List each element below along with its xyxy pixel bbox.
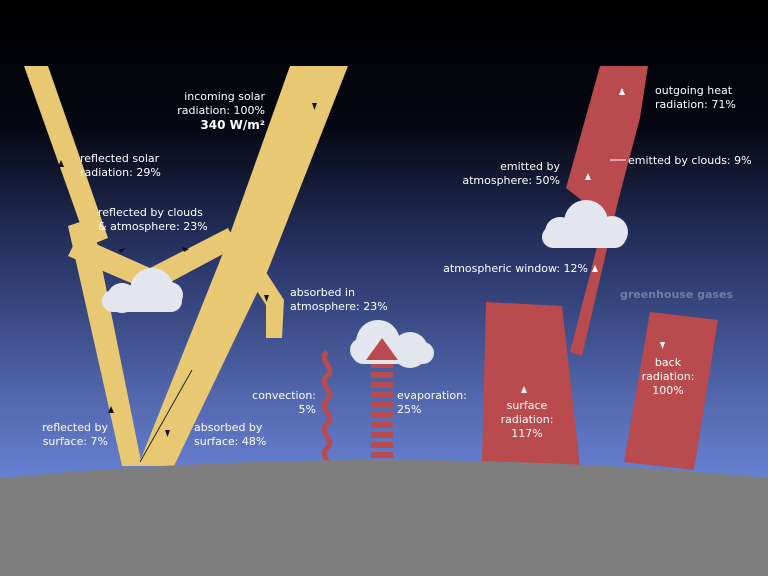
- cloud-icon: [542, 200, 628, 248]
- convection-line: [321, 350, 333, 463]
- absorbed-surface-label-2: surface: 48%: [194, 435, 266, 448]
- arrowhead-icon: [312, 103, 317, 110]
- emitted-atm-label-2: atmosphere: 50%: [462, 174, 560, 187]
- outgoing-label-2: radiation: 71%: [655, 98, 736, 111]
- reflected-solar-beam: [24, 66, 108, 246]
- evaporation-label-1: evaporation:: [397, 389, 467, 402]
- greenhouse-label: greenhouse gases: [620, 288, 733, 301]
- reflected-solar-label-1: reflected solar: [80, 152, 160, 165]
- arrowhead-icon: [108, 406, 114, 413]
- surface-rad-label-3: 117%: [511, 427, 542, 440]
- arrowhead-icon: [592, 265, 598, 272]
- surface-radiation-beam: [482, 302, 580, 466]
- surface-rad-label-2: radiation:: [501, 413, 554, 426]
- absorbed-surface-label-1: absorbed by: [194, 421, 263, 434]
- emitted-clouds-label: emitted by clouds: 9%: [628, 154, 752, 167]
- reflected-surface-label-2: surface: 7%: [43, 435, 108, 448]
- incoming-solar-beam: [138, 66, 348, 466]
- back-rad-label-3: 100%: [652, 384, 683, 397]
- incoming-label-1: incoming solar: [184, 90, 265, 103]
- earth-surface: [0, 460, 768, 576]
- arrowhead-icon: [58, 160, 64, 167]
- heat-flows: [371, 66, 718, 470]
- solar-arrowheads: [58, 103, 317, 437]
- reflected-clouds-label-1: reflected by clouds: [98, 206, 203, 219]
- arrowhead-icon: [182, 247, 189, 252]
- convection-label-2: 5%: [299, 403, 316, 416]
- arrowhead-icon: [264, 295, 269, 302]
- absorbed-atmosphere-beam: [250, 266, 284, 338]
- labels: incoming solar radiation: 100% 340 W/m² …: [42, 84, 751, 448]
- atm-window-label: atmospheric window: 12%: [443, 262, 588, 275]
- arrowhead-icon: [118, 248, 125, 253]
- arrowhead-icon: [660, 342, 665, 349]
- back-rad-label-1: back: [655, 356, 682, 369]
- incoming-value: 340 W/m²: [200, 118, 265, 132]
- back-rad-label-2: radiation:: [642, 370, 695, 383]
- reflected-surface-label-1: reflected by: [42, 421, 108, 434]
- arrowhead-icon: [585, 173, 591, 180]
- emitted-atm-label-1: emitted by: [500, 160, 560, 173]
- heat-arrowheads: [521, 88, 665, 393]
- evaporation-arrowhead: [366, 338, 398, 360]
- cloud-icon: [102, 268, 183, 313]
- surface-rad-label-1: surface: [507, 399, 548, 412]
- arrowhead-icon: [521, 386, 527, 393]
- arrowhead-icon: [619, 88, 625, 95]
- back-radiation-beam: [624, 312, 718, 470]
- absorbed-atm-label-1: absorbed in: [290, 286, 355, 299]
- outgoing-label-1: outgoing heat: [655, 84, 733, 97]
- convection-label-1: convection:: [252, 389, 316, 402]
- arrowhead-icon: [165, 430, 170, 437]
- reflected-surface-beam: [68, 218, 142, 466]
- evaporation-arrow: [371, 362, 393, 458]
- outgoing-heat-beam: [566, 66, 648, 224]
- reflected-solar-label-2: radiation: 29%: [80, 166, 161, 179]
- evaporation-label-2: 25%: [397, 403, 421, 416]
- surface-divider-line: [139, 369, 193, 463]
- reflected-clouds-label-2: & atmosphere: 23%: [98, 220, 208, 233]
- incoming-label-2: radiation: 100%: [177, 104, 265, 117]
- absorbed-atm-label-2: atmosphere: 23%: [290, 300, 388, 313]
- atmospheric-window-beam: [570, 150, 630, 356]
